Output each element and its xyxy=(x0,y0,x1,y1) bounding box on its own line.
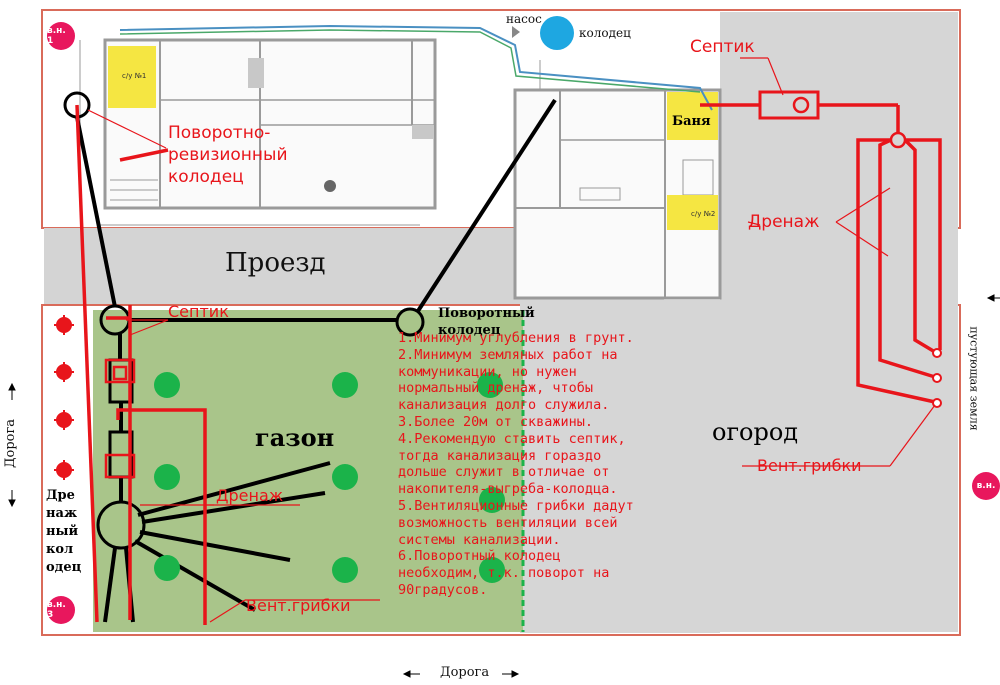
pump-label: насос xyxy=(506,12,542,26)
road-left-label: Дорога xyxy=(3,418,19,469)
note-line: канализация долго служила. xyxy=(398,397,610,414)
garden-label: огород xyxy=(712,418,799,446)
garden-area-lower xyxy=(535,300,720,633)
drainage-lines xyxy=(75,90,942,625)
note-line: дольше служит в отличае от xyxy=(398,464,610,481)
wasteland-label: пустующая земля xyxy=(967,326,981,431)
badge-vn2: в.н. xyxy=(972,472,1000,500)
vent-right-label: Вент.грибки xyxy=(757,456,862,475)
note-line: 90градусов. xyxy=(398,581,488,598)
note-line: системы канализации. xyxy=(398,531,561,548)
road-arrows xyxy=(8,294,1000,678)
note-line: 3.Более 20м от скважины. xyxy=(398,413,594,430)
bath-room xyxy=(667,92,718,140)
driveway-label: Проезд xyxy=(225,248,326,278)
note-line: нормальный дренаж, чтобы xyxy=(398,380,594,397)
main-house xyxy=(79,38,437,226)
note-line: коммуникации, но нужен xyxy=(398,363,577,380)
note-line: 4.Рекомендую ставить септик, xyxy=(398,430,626,447)
recommendation-notes: 1.Минимум углубления в грунт. 2.Минимум … xyxy=(398,330,718,599)
drain-well-label: Дре наж ный кол одец xyxy=(46,488,82,575)
bathroom-2-label: с/у №2 xyxy=(691,210,716,218)
note-line: необходим, т.к. поворот на xyxy=(398,565,610,582)
note-line: 6.Поворотный колодец xyxy=(398,548,561,565)
trees xyxy=(154,372,505,583)
drainage-left-label: Дренаж xyxy=(216,486,284,505)
note-line: 1.Минимум углубления в грунт. xyxy=(398,330,634,346)
badge-vn3: в.н. 3 xyxy=(47,596,75,624)
water-line xyxy=(119,24,713,111)
note-line: накопителя-выгреба-колодца. xyxy=(398,481,618,498)
well-label: колодец xyxy=(579,26,631,40)
callout-lines xyxy=(87,57,936,623)
rotary-well-label: Поворотный колодец xyxy=(438,306,535,338)
lower-plot-border xyxy=(41,304,961,636)
note-line: возможность вентиляции всей xyxy=(398,514,618,531)
vent-left-label: Вент.грибки xyxy=(246,596,351,615)
rotary-inspection-well-label: Поворотно- ревизионный колодец xyxy=(168,123,288,187)
drainage-right-label: Дренаж xyxy=(748,212,820,232)
bathroom-1 xyxy=(108,46,156,108)
pump-icon xyxy=(512,26,520,38)
note-line: тогда канализация гораздо xyxy=(398,447,602,464)
septic-left-label: Септик xyxy=(168,302,229,321)
note-line: 5.Вентиляционные грибки дадут xyxy=(398,497,634,514)
road-bottom-label: Дорога xyxy=(440,665,490,680)
shrubs xyxy=(56,317,72,478)
note-line: 2.Минимум земляных работ на xyxy=(398,346,618,363)
bathroom-1-label: с/у №1 xyxy=(122,72,147,80)
bath-label: Баня xyxy=(672,114,711,129)
badge-vn1: в.н. 1 xyxy=(47,22,75,50)
well-icon xyxy=(540,16,574,50)
bathroom-2 xyxy=(667,195,718,230)
lawn-label: газон xyxy=(255,423,335,452)
bath-house xyxy=(513,60,722,300)
septic-top-label: Септик xyxy=(690,37,755,57)
